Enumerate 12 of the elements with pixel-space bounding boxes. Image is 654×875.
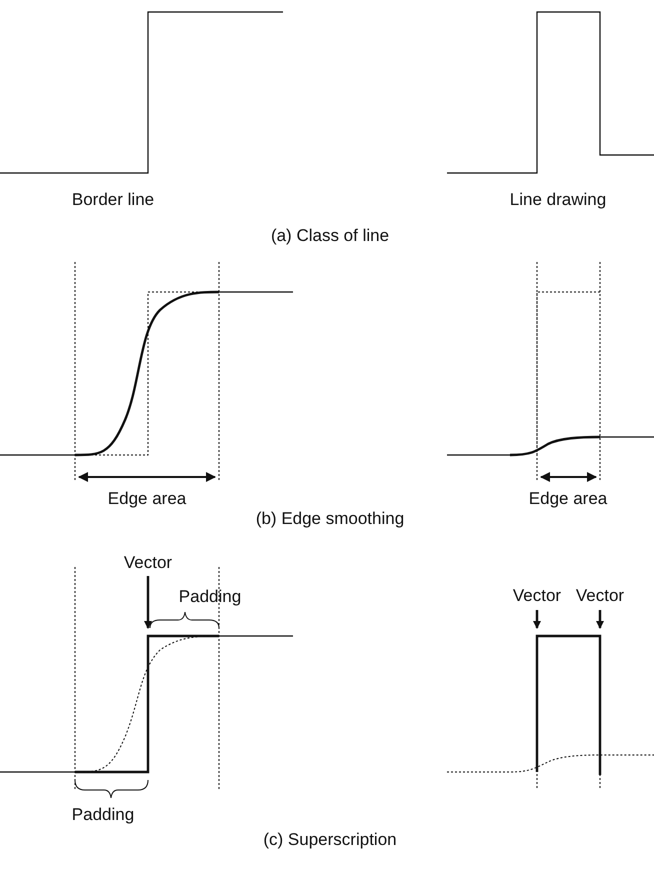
panel-caption: (a) Class of line	[270, 226, 390, 246]
brace-label: Padding	[72, 805, 134, 825]
panel-caption: (c) Superscription	[263, 830, 397, 850]
vector-label: Vector	[124, 553, 172, 573]
panel-caption: (b) Edge smoothing	[256, 509, 404, 529]
dimension-label: Edge area	[528, 489, 608, 509]
brace-label: Padding	[178, 587, 242, 607]
waveform-label: Line drawing	[510, 190, 606, 210]
vector-label: Vector	[576, 586, 624, 606]
dimension-label: Edge area	[108, 489, 186, 509]
vector-label: Vector	[512, 586, 562, 606]
waveform-label: Border line	[72, 190, 154, 210]
